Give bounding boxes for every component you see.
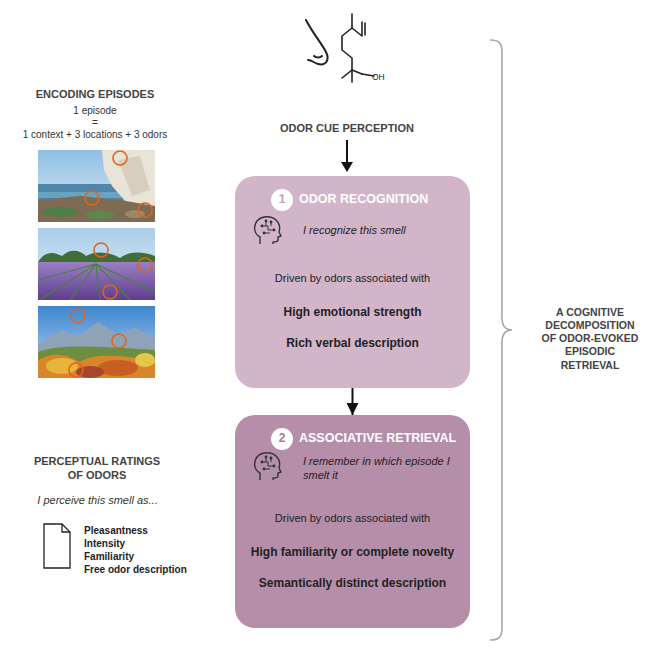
molecule-structure — [352, 22, 362, 36]
episode-photo — [96, 264, 130, 300]
node-text: Semantically distinct description — [235, 576, 470, 591]
location-circle — [94, 243, 108, 257]
label-text: PERCEPTUAL RATINGS OF ODORS — [28, 455, 166, 483]
document-icon — [44, 524, 70, 568]
document-icon — [62, 524, 70, 532]
label-text: A COGNITIVE DECOMPOSITION OF ODOR-EVOKED… — [538, 306, 642, 372]
document-icon — [44, 524, 70, 568]
episode-photo — [38, 228, 155, 300]
molecule-structure — [342, 70, 352, 78]
episode-photo — [96, 264, 155, 292]
node-text: High emotional strength — [235, 305, 470, 320]
node-text: 1 — [271, 192, 293, 207]
label-text: Familiarity — [84, 551, 214, 564]
label-text: 1 context + 3 locations + 3 odors — [5, 129, 185, 142]
location-circle — [103, 285, 117, 299]
label-text: ODOR CUE PERCEPTION — [247, 122, 447, 136]
location-circle — [69, 309, 126, 377]
node-text: I recognize this smell — [303, 224, 463, 238]
label-text: Free odor description — [84, 564, 214, 577]
location-circle — [71, 309, 85, 323]
molecule-structure — [342, 14, 374, 82]
episode-photo — [46, 358, 78, 374]
episode-photo — [70, 264, 96, 300]
episode-photo — [38, 264, 155, 300]
episode-photo — [38, 196, 155, 222]
episode-photo — [38, 306, 155, 378]
episode-photo — [42, 207, 78, 217]
episode-photo — [96, 264, 100, 300]
node-text: High familiarity or complete novelty — [235, 545, 470, 560]
bracket — [490, 40, 512, 640]
bracket — [490, 40, 512, 640]
process-box: ASSOCIATIVE RETRIEVAL I remember in which… — [235, 415, 470, 628]
node-text: ASSOCIATIVE RETRIEVAL — [299, 431, 469, 447]
episode-photo — [98, 360, 138, 376]
location-circle — [85, 151, 152, 217]
location-circle — [112, 334, 126, 348]
arrow-connector — [352, 388, 354, 415]
node-text: 2 — [271, 431, 293, 446]
cue-arrow — [346, 140, 348, 163]
step-number: 1 — [271, 189, 293, 211]
label-text: 1 episode — [20, 105, 170, 118]
location-circle — [85, 191, 99, 205]
episode-photo — [38, 347, 155, 379]
label-text: = — [20, 117, 170, 130]
nose-icon — [306, 20, 328, 64]
molecule-structure — [352, 70, 362, 74]
cue-arrow — [341, 140, 353, 172]
episode-photo — [38, 306, 155, 378]
location-circle — [138, 203, 152, 217]
episode-photo — [38, 150, 155, 222]
episode-photo — [38, 355, 155, 378]
label-text: Pleasantness — [84, 525, 214, 538]
nose-icon — [306, 20, 328, 64]
episode-photo — [135, 353, 155, 367]
molecule-structure — [351, 70, 353, 82]
location-circle — [69, 363, 83, 377]
episode-photo — [38, 192, 155, 198]
episode-photo — [76, 366, 104, 378]
episode-photo — [118, 156, 150, 196]
label-text: OH — [372, 72, 394, 83]
episode-photo — [38, 264, 96, 280]
episode-photo — [38, 228, 155, 300]
nose-icon — [314, 56, 322, 58]
episode-photo — [38, 262, 155, 300]
molecule-structure — [364, 23, 366, 35]
node-text: Driven by odors associated with — [235, 512, 470, 526]
episode-photo — [40, 264, 96, 300]
episode-photo — [38, 184, 155, 202]
label-text: Intensity — [84, 538, 214, 551]
episode-photo — [38, 150, 155, 222]
node-text: Driven by odors associated with — [235, 272, 470, 286]
episode-photo — [38, 251, 155, 264]
step-number: 2 — [271, 428, 293, 450]
node-text: Rich verbal description — [235, 336, 470, 351]
label-text: I perceive this smell as... — [15, 494, 180, 508]
location-circle — [113, 151, 127, 165]
episode-photo — [102, 150, 155, 208]
episode-photo — [38, 322, 155, 378]
node-text: I remember in which episode I smelt it — [303, 455, 453, 483]
node-text: ODOR RECOGNITION — [299, 192, 469, 208]
cue-arrow — [341, 162, 353, 172]
episode-photo — [86, 211, 114, 219]
episode-photo — [125, 210, 145, 218]
molecule-structure — [342, 14, 352, 70]
location-circle — [138, 258, 152, 272]
process-box: ODOR RECOGNITION I recognize this smellDr… — [235, 176, 470, 388]
label-text: ENCODING EPISODES — [20, 88, 170, 102]
location-circle — [94, 243, 152, 299]
